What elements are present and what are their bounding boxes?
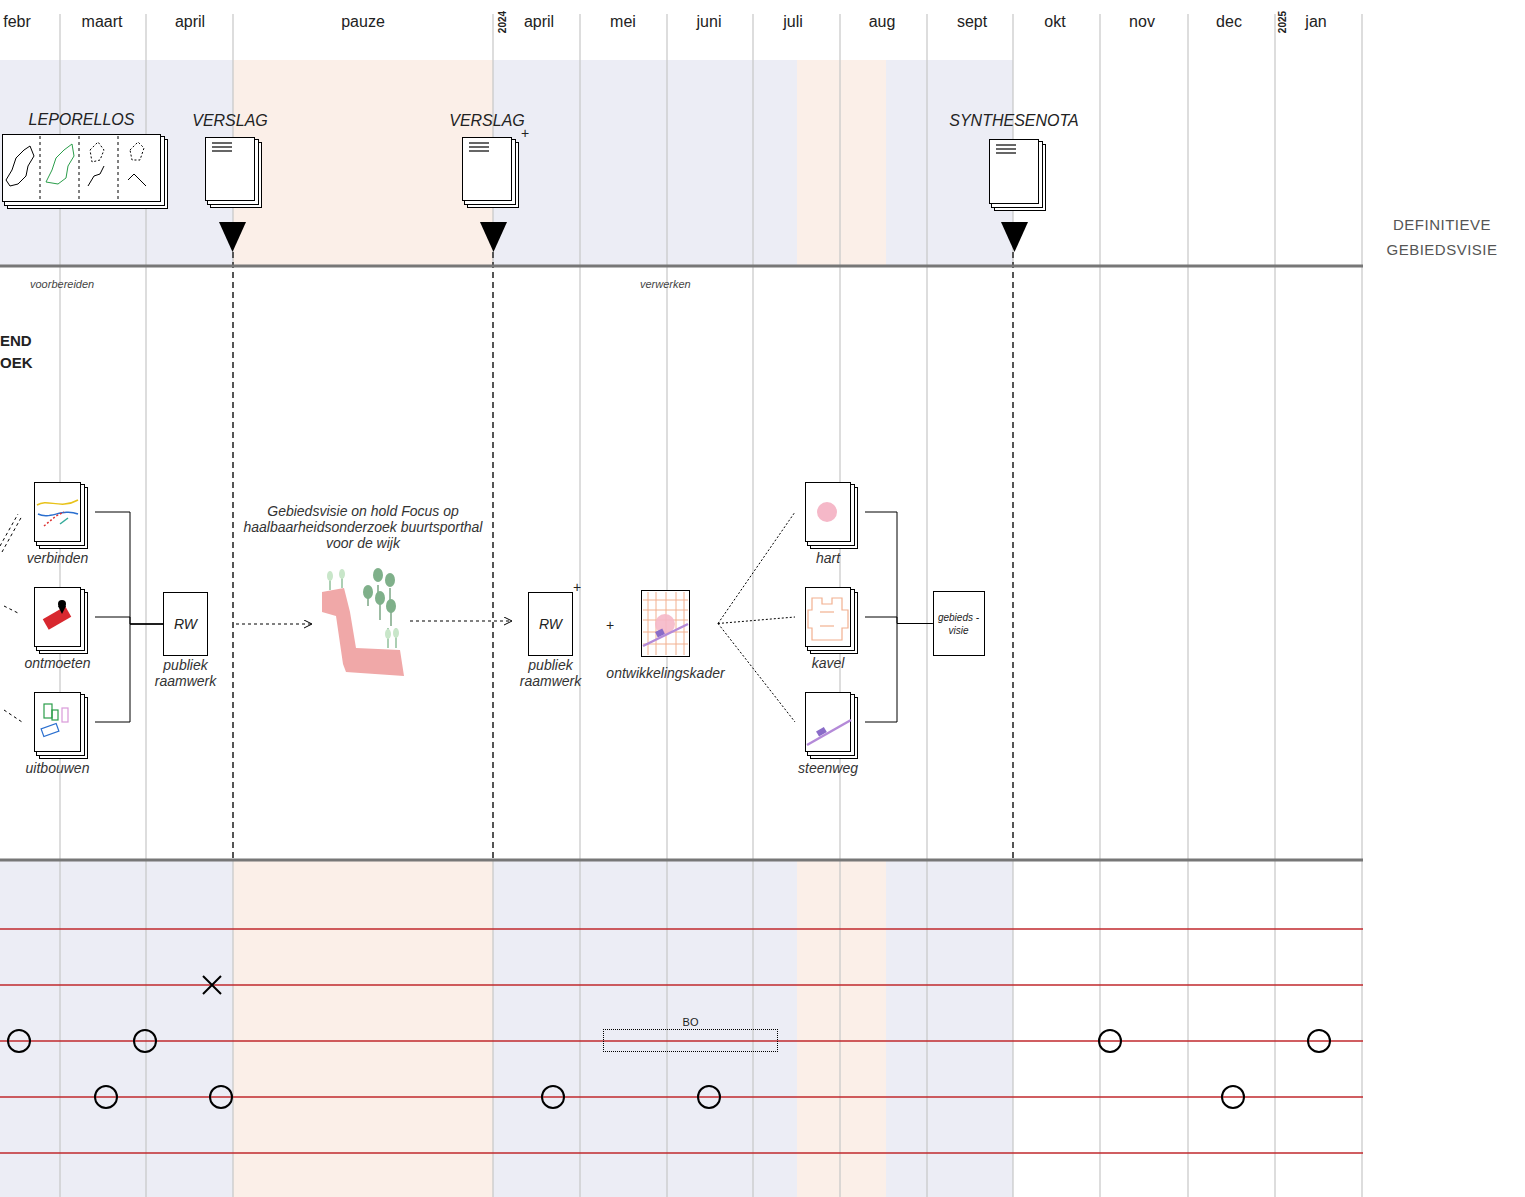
node-text: ontmoeten (24, 655, 90, 671)
connector (236, 624, 312, 625)
leporello-stack: LEPORELLOS (2, 134, 161, 202)
label-text: + (606, 617, 614, 633)
theme-doc: steenweg (805, 692, 851, 752)
connector (718, 512, 795, 624)
steenweg-icon (807, 720, 851, 745)
node-text: BO (683, 1016, 699, 1028)
uitbouwen-icon (41, 704, 68, 736)
node-text: verbinden (27, 550, 89, 566)
label-text: END (0, 332, 32, 349)
theme-doc: verbinden (34, 482, 81, 542)
label-text: + (521, 125, 529, 141)
connector (95, 624, 163, 722)
document-lines (212, 143, 1016, 153)
node-text: Gebiedsvisie on hold Focus op haalbaarhe… (238, 503, 488, 551)
report-doc: VERSLAG (462, 137, 512, 201)
label-text: 2024 (497, 11, 508, 33)
area-vision-box: gebieds -visie (933, 591, 985, 656)
milestone-lines (233, 252, 1013, 860)
connector (95, 617, 163, 624)
label-text: verwerken (640, 278, 691, 290)
theme-doc: ontmoeten (34, 587, 81, 647)
node-text: kavel (812, 655, 845, 671)
summer-band (797, 860, 886, 1197)
milestone-triangles (219, 222, 1028, 252)
connector (865, 624, 933, 723)
label-text: juni (697, 13, 722, 31)
node-text: LEPORELLOS (29, 111, 135, 129)
node-text: publiek raamwerk (149, 657, 223, 689)
pause-band (233, 860, 493, 1197)
label-text: juli (783, 13, 803, 31)
label-text: 2025 (1277, 11, 1288, 33)
connector (718, 624, 795, 723)
connector (718, 617, 795, 624)
month-lines (60, 14, 1362, 1197)
framework-box: RWpubliek raamwerk (528, 592, 573, 656)
verbinden-icon (37, 500, 78, 526)
connector (95, 512, 163, 624)
label-text: voorbereiden (30, 278, 94, 290)
phase-band (0, 860, 1013, 1197)
ontmoeten-icon (43, 600, 72, 630)
node-text: VERSLAG (192, 112, 268, 130)
label-text: jan (1305, 13, 1326, 31)
connector (865, 617, 933, 624)
development-frame: ontwikkelingskader (641, 590, 690, 657)
node-text: VERSLAG (449, 112, 525, 130)
report-doc: VERSLAG (205, 137, 255, 201)
phase-band (0, 60, 1013, 266)
incoming-leaders (0, 514, 22, 722)
framework-box: RWpubliek raamwerk (163, 592, 208, 656)
connector (865, 512, 933, 624)
label-text: OEK (0, 354, 33, 371)
label-text: april (175, 13, 205, 31)
node-text: ontwikkelingskader (606, 665, 724, 681)
synthesis-doc: SYNTHESENOTA (989, 139, 1039, 204)
pause-illustration (322, 568, 404, 676)
label-text: maart (82, 13, 123, 31)
node-text: publiek raamwerk (514, 657, 588, 689)
consultation-box: BO (603, 1029, 778, 1052)
summer-band (797, 60, 886, 266)
ontwikkelingskader-icon (643, 592, 688, 655)
section-lines (0, 266, 1363, 860)
pause-note: Gebiedsvisie on hold Focus op haalbaarhe… (316, 565, 410, 677)
connector (410, 621, 512, 622)
pause-band (233, 60, 493, 266)
label-text: nov (1129, 13, 1155, 31)
label-text: dec (1216, 13, 1242, 31)
label-text: mei (610, 13, 636, 31)
meeting-circles (8, 976, 1330, 1108)
node-text: SYNTHESENOTA (949, 112, 1079, 130)
node-text: steenweg (798, 760, 858, 776)
label-text: okt (1044, 13, 1065, 31)
label-text: april (524, 13, 554, 31)
node-text: uitbouwen (26, 760, 90, 776)
node-text: hart (816, 550, 840, 566)
node-text: gebieds -visie (937, 611, 981, 637)
theme-doc: kavel (805, 587, 851, 647)
node-text: RW (174, 616, 197, 632)
theme-doc: uitbouwen (34, 692, 81, 752)
label-text: + (573, 579, 581, 595)
track-lines (0, 929, 1363, 1153)
hart-icon (817, 502, 837, 522)
label-text: febr (3, 13, 31, 31)
kavel-icon (808, 598, 848, 640)
label-text: pauze (341, 13, 385, 31)
label-text: sept (957, 13, 987, 31)
node-text: RW (539, 616, 562, 632)
leporello-maps (6, 136, 146, 201)
label-text: aug (869, 13, 896, 31)
theme-doc: hart (805, 482, 851, 542)
label-text: DEFINITIEVE GEBIEDSVISIE (1372, 213, 1512, 263)
